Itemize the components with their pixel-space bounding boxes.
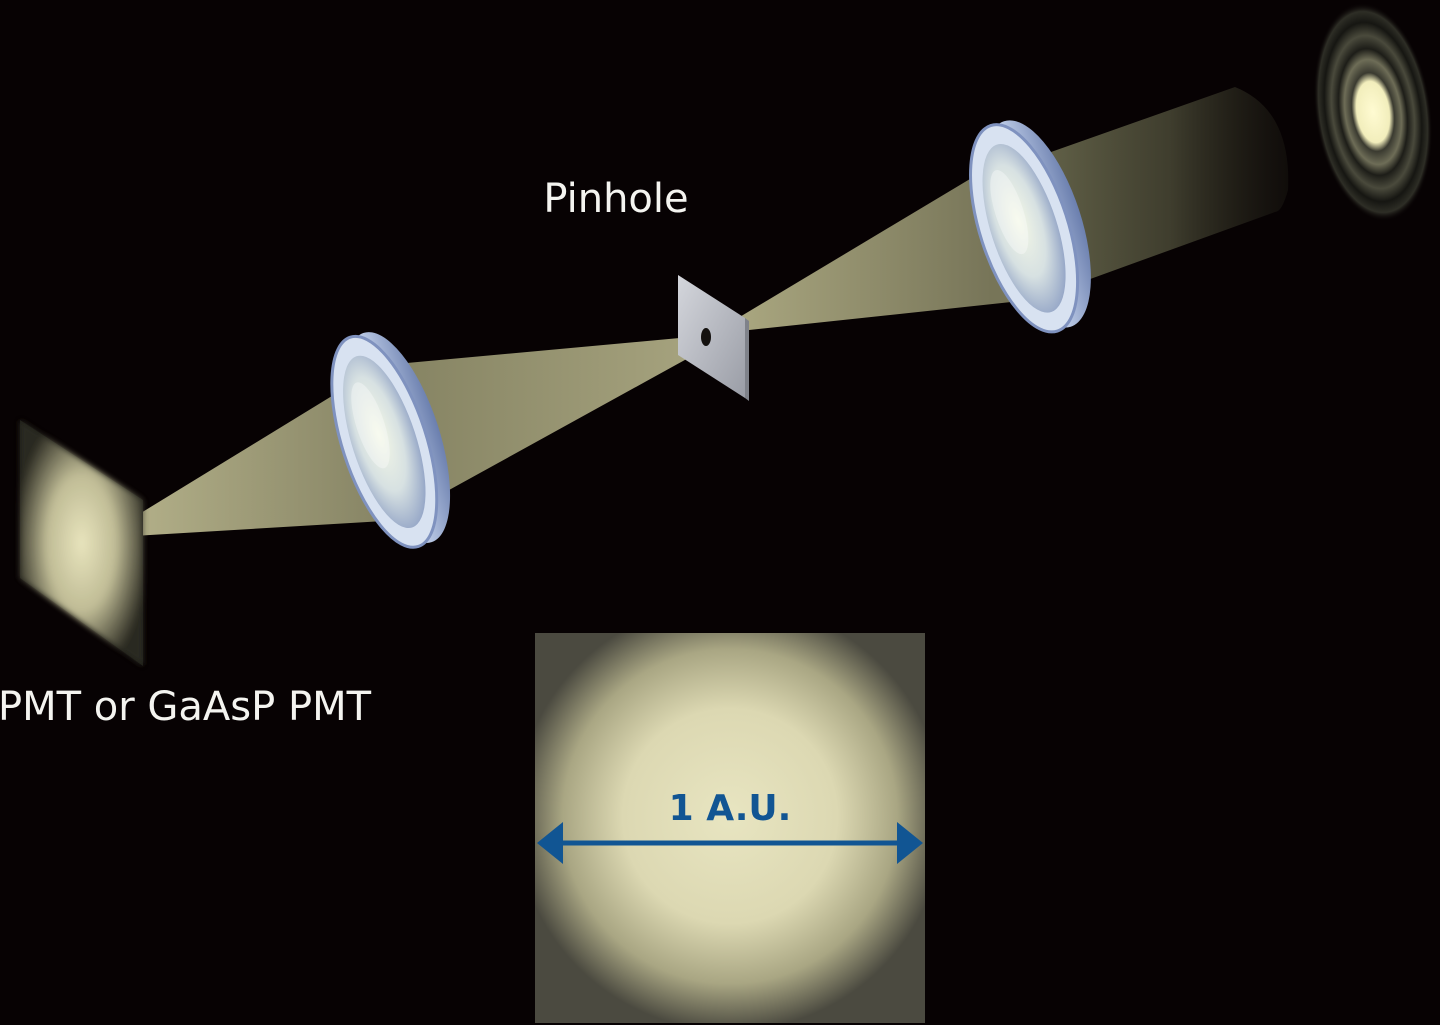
detector-plate-icon (20, 420, 143, 666)
pinhole-plate-icon (678, 275, 749, 401)
beam-cone-lens1-detector (100, 388, 400, 538)
airy-unit-inset: 1 A.U. (535, 633, 925, 1023)
airy-pattern-icon (1313, 2, 1433, 222)
airy-unit-label: 1 A.U. (669, 788, 792, 829)
pinhole-label: Pinhole (543, 176, 688, 222)
detector-label: PMT or GaAsP PMT (0, 684, 372, 730)
beam-cone-lens1-pinhole (385, 335, 712, 495)
lens-right-icon (969, 120, 1091, 334)
lens-left-icon (330, 332, 451, 549)
beam-cone-pinhole-lens2 (738, 170, 1030, 331)
airy-unit-arrow-icon (537, 822, 923, 864)
